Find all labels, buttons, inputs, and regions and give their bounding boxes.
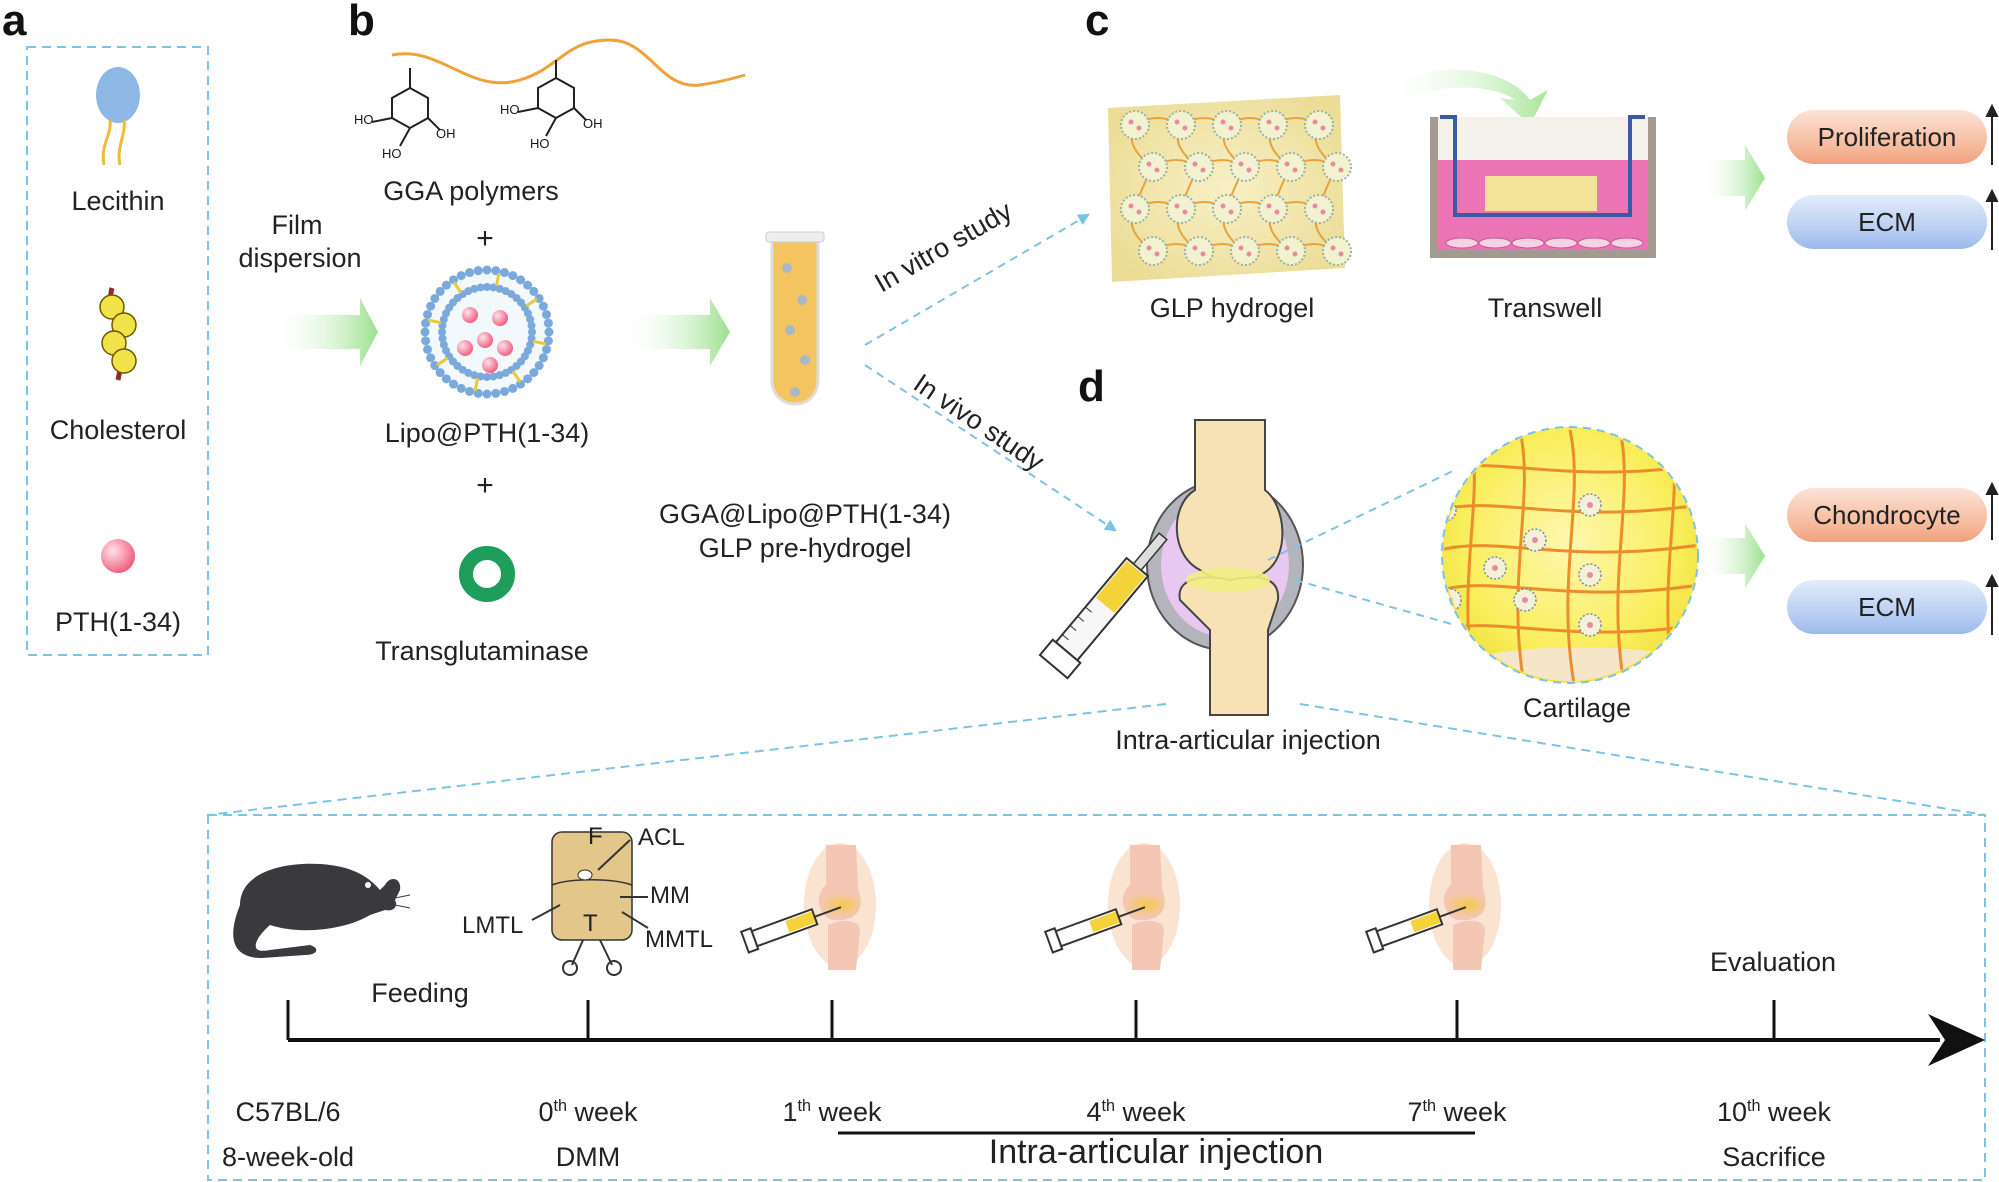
zoom-line-2 — [1294, 579, 1456, 626]
tube-icon — [765, 231, 825, 406]
liposome-icon — [420, 265, 554, 399]
arrow-film-dispersion — [270, 298, 378, 366]
invivo-arrow — [864, 364, 1118, 532]
cholesterol-icon — [99, 287, 137, 381]
timeline-zoom-line-right — [1299, 703, 1986, 816]
week-1-label: 1th week — [782, 1097, 882, 1127]
lecithin-label: Lecithin — [71, 186, 165, 216]
ho-label-2: HO — [382, 146, 402, 161]
week-4-label: 4th week — [1086, 1097, 1186, 1127]
timeline-arrowhead — [1928, 1014, 1985, 1066]
film-label-1: Film — [271, 210, 323, 240]
panel-label-b: b — [348, 0, 375, 45]
arrow-to-invitro-outcomes — [1700, 145, 1765, 211]
glp-hydrogel-icon — [1108, 95, 1352, 282]
gga-label: GGA polymers — [383, 176, 559, 206]
surgery-acl-label: ACL — [638, 824, 685, 851]
surgery-mmtl-label: MMTL — [645, 926, 713, 953]
cartilage-zoom-icon — [1441, 426, 1699, 684]
increase-arrows — [1985, 103, 1999, 635]
mouse-strain-label: C57BL/6 — [235, 1097, 341, 1127]
small-knee-week-4 — [1043, 843, 1180, 970]
week-0-label: 0th week — [538, 1097, 638, 1127]
mouse-icon — [233, 863, 411, 958]
oh-label-1: OH — [436, 126, 456, 141]
mouse-age-label: 8-week-old — [221, 1142, 355, 1172]
panel-label-d: d — [1078, 362, 1105, 411]
pth-icon — [101, 539, 135, 573]
arrow-to-invivo-outcomes — [1700, 523, 1765, 589]
dmm-label: DMM — [555, 1142, 621, 1172]
surgery-f-label: F — [588, 823, 603, 850]
invitro-arrow — [864, 213, 1091, 346]
transglutaminase-label: Transglutaminase — [375, 636, 589, 666]
transglutaminase-icon — [459, 546, 515, 602]
pth-label: PTH(1-34) — [54, 607, 182, 637]
timeline-zoom-line-left — [207, 703, 1167, 816]
timeline-box — [207, 814, 1986, 1181]
transwell-label: Transwell — [1487, 293, 1603, 323]
ho-label-3: HO — [500, 102, 520, 117]
chondrocyte-pill: Chondrocyte — [1787, 488, 1987, 542]
cholesterol-label: Cholesterol — [49, 415, 187, 445]
week-7-label: 7th week — [1407, 1097, 1507, 1127]
panel-label-c: c — [1085, 0, 1110, 45]
plus-2: + — [476, 469, 494, 502]
syringe-icon — [1038, 532, 1168, 680]
knee-joint-icon — [1146, 419, 1304, 716]
pre-hydrogel-label-2: GLP pre-hydrogel — [698, 533, 912, 563]
ecm-pill-invivo: ECM — [1787, 580, 1987, 634]
film-label-2: dispersion — [238, 243, 362, 273]
timeline-ticks — [286, 1000, 1776, 1040]
feeding-label: Feeding — [371, 978, 469, 1008]
surgery-t-label: T — [583, 910, 598, 937]
oh-label-2: OH — [583, 116, 603, 131]
surgery-lmtl-label: LMTL — [462, 912, 524, 939]
arrow-to-pre-hydrogel — [620, 298, 730, 366]
glp-hydrogel-label: GLP hydrogel — [1149, 293, 1315, 323]
small-knee-week-1 — [739, 843, 876, 970]
week-10-label: 10th week — [1716, 1097, 1832, 1127]
proliferation-pill: Proliferation — [1787, 110, 1987, 164]
small-knee-week-7 — [1364, 843, 1501, 970]
cartilage-label: Cartilage — [1522, 693, 1632, 723]
gga-polymer-icon — [371, 38, 746, 147]
transwell-icon — [1430, 115, 1656, 258]
plus-1: + — [476, 222, 494, 255]
surgery-mm-label: MM — [650, 882, 690, 909]
injection-label: Intra-articular injection — [1115, 725, 1381, 755]
panel-a-box — [26, 46, 209, 656]
zoom-line-1 — [1267, 469, 1456, 561]
ho-label-4: HO — [530, 136, 550, 151]
sacrifice-label: Sacrifice — [1722, 1142, 1826, 1172]
injection-span-label: Intra-articular injection — [988, 1133, 1324, 1171]
lecithin-icon — [96, 67, 140, 166]
lipo-label: Lipo@PTH(1-34) — [384, 418, 590, 448]
dmm-knee-icon — [531, 831, 649, 976]
pre-hydrogel-label-1: GGA@Lipo@PTH(1-34) — [659, 499, 951, 529]
ho-label-1: HO — [354, 112, 374, 127]
ecm-pill-invitro: ECM — [1787, 195, 1987, 249]
panel-label-a: a — [2, 0, 27, 45]
evaluation-label: Evaluation — [1709, 947, 1837, 977]
arrow-gel-to-transwell — [1380, 69, 1548, 125]
